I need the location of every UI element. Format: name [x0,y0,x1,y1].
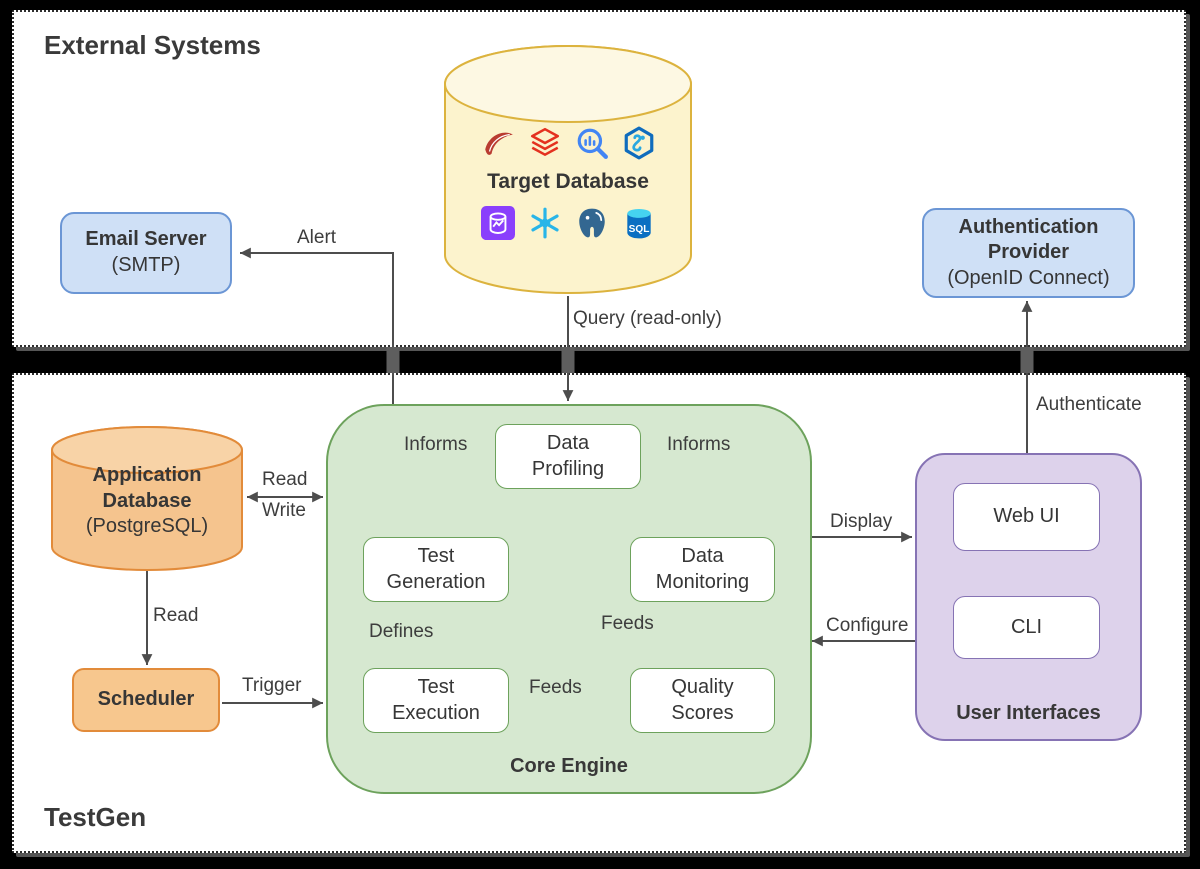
test-execution-node: Test Execution [363,668,509,733]
target-db-icons-row1 [443,126,693,160]
quality-scores-label: Quality Scores [671,675,734,724]
data-monitoring-label: Data Monitoring [655,544,750,593]
snowflake-icon [530,207,559,239]
azure-synapse-icon [624,126,653,160]
query-port [561,347,575,373]
write-label: Write [262,500,306,521]
azure-sql-label: SQL [628,224,649,235]
test-generation-node: Test Generation [363,537,509,602]
email-server-subtitle: (SMTP) [111,254,181,276]
amazon-redshift-icon [480,206,515,240]
bigquery-icon [577,128,608,159]
external-systems-title: External Systems [44,30,261,60]
read-scheduler-label: Read [153,605,199,626]
cli-node: CLI [953,596,1100,659]
test-execution-label: Test Execution [392,675,480,724]
informs-right-label: Informs [667,434,731,455]
data-profiling-label: Data Profiling [531,431,605,480]
feeds-profiling-label: Feeds [601,613,654,634]
read-label: Read [262,469,308,490]
defines-label: Defines [369,621,434,642]
authenticate-label: Authenticate [1036,394,1142,415]
auth-provider-title: Authentication Provider [958,215,1099,264]
display-label: Display [830,511,893,532]
configure-label: Configure [826,615,909,636]
query-label: Query (read-only) [573,308,722,329]
quality-scores-node: Quality Scores [630,668,775,733]
target-db-icons-row2: SQL [443,206,693,240]
postgresql-icon [578,208,605,238]
trigger-label: Trigger [242,675,302,696]
scheduler-node: Scheduler [72,668,220,732]
feeds-execution-label: Feeds [529,677,582,698]
email-server-title: Email Server [85,228,207,251]
web-ui-node: Web UI [953,483,1100,551]
test-generation-label: Test Generation [386,544,486,593]
application-database-title: Application Database [92,464,202,512]
azure-sql-icon: SQL [626,208,651,239]
data-monitoring-node: Data Monitoring [630,537,775,602]
user-interfaces-label: User Interfaces [956,702,1101,724]
application-database-text: Application Database (PostgreSQL) [50,463,244,540]
alert-label: Alert [297,227,337,248]
data-profiling-node: Data Profiling [495,424,641,489]
cli-label: CLI [1010,615,1043,638]
mssql-server-icon [484,132,513,155]
scheduler-title: Scheduler [97,688,195,711]
core-engine-label: Core Engine [510,755,628,777]
target-database-title: Target Database [487,170,649,193]
databricks-icon [530,127,559,156]
auth-provider-subtitle: (OpenID Connect) [947,266,1110,289]
testgen-title: TestGen [44,802,147,832]
email-server-node: Email Server (SMTP) [60,212,232,294]
authenticate-port [1020,347,1034,373]
web-ui-label: Web UI [993,505,1060,528]
informs-left-label: Informs [404,434,468,455]
auth-provider-node: Authentication Provider (OpenID Connect) [922,208,1135,298]
alert-port [386,347,400,373]
application-database-subtitle: (PostgreSQL) [85,515,209,538]
